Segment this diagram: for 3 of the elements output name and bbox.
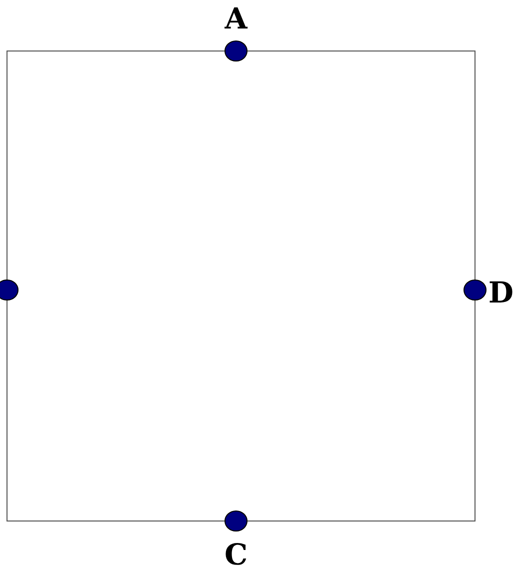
point-label: D bbox=[488, 278, 514, 308]
point-label: C bbox=[224, 540, 248, 570]
point-label: A bbox=[224, 4, 248, 34]
